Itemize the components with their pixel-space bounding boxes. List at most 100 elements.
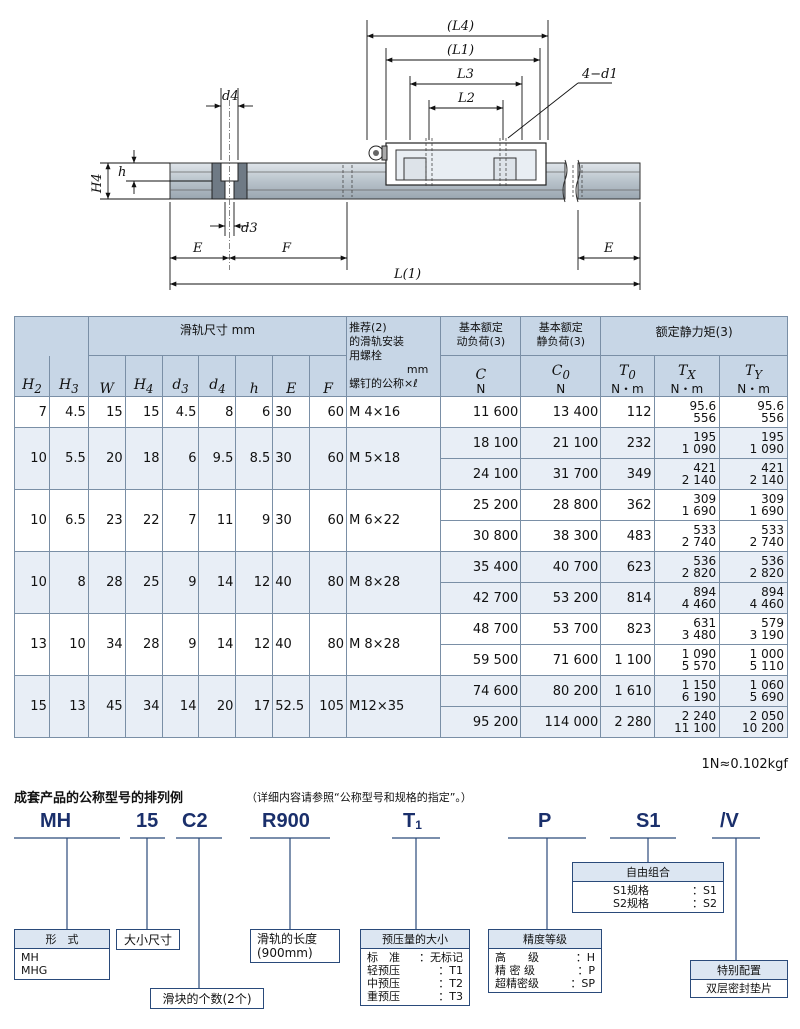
moment-value: 1 690: [749, 504, 784, 518]
table-cell: M 8×28: [346, 613, 442, 676]
code-MH: MH: [40, 810, 72, 832]
table-cell: 1 100: [600, 644, 655, 676]
table-cell: 30: [272, 489, 311, 552]
table-cell: 11: [198, 489, 237, 552]
table-cell: 2 280: [600, 706, 655, 738]
col-d4: d4: [198, 355, 237, 397]
rail-dimension-drawing: (L4) (L1) L3 L2 4−d1 d4 d3 H4 h E F E L(…: [90, 19, 641, 290]
option-row: 高 级：H: [495, 951, 595, 964]
table-cell: 20: [198, 675, 237, 738]
table-cell: 6: [161, 427, 200, 490]
option-row: 精 密 级：P: [495, 964, 595, 977]
label-H4: H4: [90, 173, 105, 194]
table-cell: 823: [600, 613, 655, 645]
moment-value: 3 480: [681, 628, 717, 642]
table-cell: 14: [161, 675, 200, 738]
option-row: 轻预压：T1: [367, 964, 463, 977]
table-cell: 232: [600, 427, 655, 459]
table-cell: 9: [161, 551, 200, 614]
moment-value: 11 100: [674, 721, 717, 735]
moment-value: 536: [761, 554, 784, 568]
moment-value: 309: [761, 492, 784, 506]
option-row: 标 准：无标记: [367, 951, 463, 964]
table-cell: 53 200: [520, 582, 602, 614]
model-section-note: （详细内容请参照“公称型号和规格的指定”。）: [246, 791, 472, 804]
table-cell: 48 700: [440, 613, 522, 645]
moment-value: 6 190: [681, 690, 717, 704]
table-cell: 483: [600, 520, 655, 552]
col-H3: H3: [48, 355, 89, 397]
label-L2: L2: [457, 91, 475, 106]
table-cell: 28 800: [520, 489, 602, 521]
model-section-title: 成套产品的公称型号的排列例: [14, 791, 184, 806]
table-cell: 25 200: [440, 489, 522, 521]
table-cell: 80: [309, 551, 348, 614]
moment-value: 894: [761, 585, 784, 599]
table-cell: 52.5: [272, 675, 311, 738]
moment-value: 195: [693, 430, 717, 444]
moment-value: 2 050: [749, 709, 784, 723]
moment-value: 2 740: [681, 535, 717, 549]
moment-value: 5 570: [681, 659, 717, 673]
table-cell: 60: [309, 489, 348, 552]
moment-value: 2 140: [681, 473, 717, 487]
moment-value: 1 150: [681, 678, 717, 692]
moment-value: 4 460: [749, 597, 784, 611]
moment-value: 556: [761, 411, 784, 425]
unit-note: 1N≈0.102kgf: [701, 757, 788, 772]
moment-value: 2 140: [749, 473, 784, 487]
code-V: /V: [720, 810, 739, 832]
table-cell: 112: [600, 396, 655, 428]
code-S1: S1: [636, 810, 661, 832]
label-E-right: E: [603, 241, 614, 256]
code-T1: T1: [403, 810, 422, 832]
table-cell: 20: [87, 427, 126, 490]
label-L3: L3: [456, 67, 474, 82]
label-L4: (L4): [447, 19, 474, 34]
moment-value: 5 690: [749, 690, 784, 704]
moment-value: 10 200: [742, 721, 784, 735]
table-cell: 34: [87, 613, 126, 676]
moment-value: 3 190: [749, 628, 784, 642]
moment-value: 4 460: [681, 597, 717, 611]
moment-value: 421: [761, 461, 784, 475]
table-cell: 814: [600, 582, 655, 614]
label-L: L(1): [393, 267, 421, 282]
option-row: S2规格：S2: [613, 897, 717, 910]
col-E: E: [272, 355, 311, 397]
table-cell: 21 100: [520, 427, 602, 459]
table-cell: 5.5: [48, 427, 89, 490]
label-E-left: E: [192, 241, 203, 256]
box-rail-length: 滑轨的长度(900mm): [250, 929, 340, 963]
moment-value: 421: [693, 461, 717, 475]
table-cell: 24 100: [440, 458, 522, 490]
box-special: 特别配置 双层密封垫片: [690, 960, 788, 998]
moment-value: 1 060: [749, 678, 784, 692]
table-cell: 25: [124, 551, 163, 614]
moment-value: 1 090: [681, 647, 717, 661]
label-d1: 4−d1: [581, 67, 618, 82]
box-size: 大小尺寸: [116, 929, 180, 950]
slide-block: [368, 138, 547, 186]
